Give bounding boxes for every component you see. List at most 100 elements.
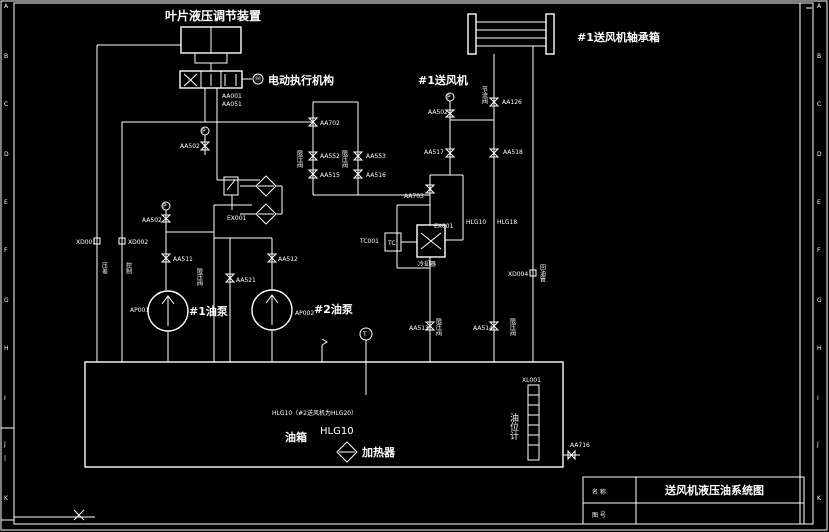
level-gauge xyxy=(527,384,540,461)
tag-aa513: AA513 xyxy=(409,325,429,332)
gauge-fan1: P AA502 xyxy=(428,92,456,175)
gauge-p: P xyxy=(202,128,206,135)
tag-aa716: AA716 xyxy=(570,442,590,449)
crosshair-icon xyxy=(73,509,85,521)
pump2-label: #2油泵 xyxy=(314,302,353,316)
tank-label: 油箱 xyxy=(285,430,307,444)
indicator-xd002: XD002 控制 xyxy=(118,237,148,275)
bearing-box-label: #1送风机轴承箱 xyxy=(577,30,660,44)
relief-valve-aa521: AA521 限压阀 xyxy=(196,238,256,362)
row-letter: K xyxy=(4,495,9,502)
row-letter: J xyxy=(816,441,819,448)
gauge-p: P xyxy=(163,203,167,210)
blade-hydraulic-label: 叶片液压调节装置 xyxy=(165,8,261,23)
row-letter: E xyxy=(4,199,8,206)
tag-xd002: XD002 xyxy=(128,239,148,246)
frame-rows-right: A B C D E F G H I J K xyxy=(816,3,822,502)
row-letter: K xyxy=(817,495,822,502)
drawing-title: 送风机液压油系统图 xyxy=(664,483,764,497)
valve-aa516: AA516 xyxy=(352,169,386,179)
tag-aa552: AA552 xyxy=(320,153,340,160)
actuator-label: 电动执行机构 xyxy=(268,73,334,87)
blade-hydraulic-adjuster: 叶片液压调节装置 Ⓜ 电动执行机构 AA001 AA051 xyxy=(165,8,334,108)
indicator-xd001: XD001 压差 xyxy=(76,237,108,274)
row-letter: H xyxy=(817,345,822,352)
row-letter: J xyxy=(3,441,6,448)
tag-aa515: AA515 xyxy=(320,172,340,179)
vlabel-huiyou: 回油管 xyxy=(539,264,546,283)
row-letter: D xyxy=(817,151,822,158)
cooler-label: 冷却器 xyxy=(418,260,436,268)
tag-aa502-left: AA502 xyxy=(142,217,162,224)
row-letter: C xyxy=(4,101,8,108)
row-letter: H xyxy=(4,345,9,352)
tag-hlg10: HLG10 xyxy=(466,219,486,226)
actuator-motor-icon xyxy=(252,73,264,85)
row-letter: F xyxy=(817,247,821,254)
drain-valve-aa716: AA716 xyxy=(563,442,590,461)
tag-aa703: AA703 xyxy=(404,193,424,200)
actuator-marker: Ⓜ xyxy=(255,75,261,83)
pressure-gauge-left: P AA502 xyxy=(142,201,172,232)
pressure-gauge-top: P AA502 xyxy=(180,126,211,155)
vlabel-kongzhi: 控制 xyxy=(125,261,132,275)
tag-aa051: AA051 xyxy=(222,101,242,108)
tag-ap002: AP002 xyxy=(295,310,314,317)
tag-ex001-cooler: EX001 xyxy=(434,223,454,230)
valve-aa702: AA702 xyxy=(307,117,340,127)
oil-tank: T HLG10（#2送风机为HLG20） 油箱 HLG10 加热器 XL001 … xyxy=(84,327,564,468)
vlabel-xianya: 限压阀 xyxy=(509,317,516,337)
flag-icon xyxy=(321,338,328,346)
cooler: EX001 冷却器 xyxy=(416,223,454,268)
frame-mark-left: | xyxy=(4,455,6,462)
title-block: 名 称 图 号 送风机液压油系统图 xyxy=(582,476,805,525)
tag-aa512: AA512 xyxy=(278,256,298,263)
tag-xl001: XL001 xyxy=(522,377,541,384)
tag-aa511: AA511 xyxy=(173,256,193,263)
tag-aa521: AA521 xyxy=(236,277,256,284)
temperature-sensor-icon xyxy=(359,327,373,341)
valve-aa552: AA552 限压阀 xyxy=(296,149,341,169)
valve-aa517: AA517 xyxy=(424,148,456,158)
tag-aa516: AA516 xyxy=(366,172,386,179)
tag-aa517: AA517 xyxy=(424,149,444,156)
row-letter: A xyxy=(817,3,822,10)
filter-regulator: EX001 xyxy=(214,175,283,225)
valve-aa515: AA515 xyxy=(307,169,340,179)
row-letter: A xyxy=(4,3,9,10)
temp-symbol: T xyxy=(362,331,367,338)
valve-aa514: AA514 限压阀 xyxy=(473,317,516,337)
tag-xd004: XD004 xyxy=(508,271,528,278)
fan1-label: #1送风机 xyxy=(418,73,468,87)
bearing-box: #1送风机轴承箱 xyxy=(467,13,660,55)
gauge-p: P xyxy=(447,94,451,101)
frame-rows-left: A B C D E F G H I J K xyxy=(3,3,9,502)
tank-code-big: HLG10 xyxy=(320,426,354,437)
level-gauge-label: 油位计 xyxy=(508,412,519,441)
row-letter: I xyxy=(817,395,819,402)
indicator-xd004: XD004 回油管 xyxy=(508,264,546,283)
valve-aa518: AA518 xyxy=(488,148,523,158)
vlabel-xianya: 限压阀 xyxy=(196,267,203,287)
heater-icon xyxy=(336,441,358,463)
vlabel-xianya: 限压阀 xyxy=(341,149,348,169)
vlabel-jieliu: 节流阀 xyxy=(481,85,488,105)
tag-aa553: AA553 xyxy=(366,153,386,160)
tag-ex001: EX001 xyxy=(227,215,247,222)
row-letter: D xyxy=(4,151,9,158)
row-letter: B xyxy=(817,53,821,60)
row-letter: I xyxy=(4,395,6,402)
tag-aa126: AA126 xyxy=(502,99,522,106)
vlabel-xianya: 限压阀 xyxy=(296,149,303,169)
tag-xd001: XD001 xyxy=(76,239,96,246)
vlabel-yalikai: 压差 xyxy=(101,262,108,274)
pump1-label: #1油泵 xyxy=(189,304,228,318)
heater-label: 加热器 xyxy=(361,445,396,459)
tag-aa502: AA502 xyxy=(180,143,200,150)
tag-tc001: TC001 xyxy=(359,238,379,245)
tag-aa502-fan: AA502 xyxy=(428,109,448,116)
valve-aa513: AA513 限压阀 xyxy=(409,317,442,337)
row-letter: B xyxy=(4,53,8,60)
tag-ap001: AP001 xyxy=(130,307,149,314)
